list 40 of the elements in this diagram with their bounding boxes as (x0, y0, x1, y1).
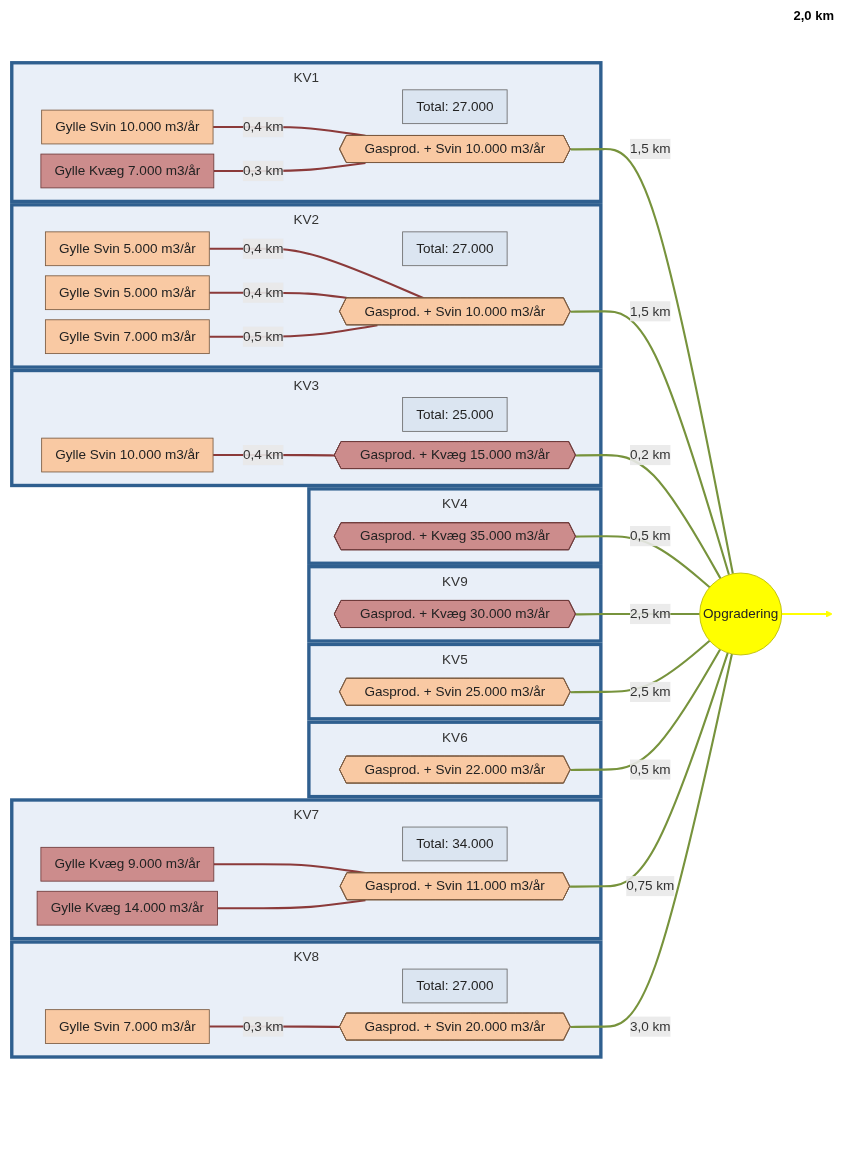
node-box: Total: 27.000 (402, 231, 508, 267)
edge-label: 0,75 km (626, 878, 675, 894)
node-box: Gylle Kvæg 9.000 m3/år (40, 847, 215, 882)
node-box: Gylle Svin 5.000 m3/år (44, 275, 210, 311)
node-box: Total: 27.000 (402, 89, 508, 125)
node-box: Gylle Svin 7.000 m3/år (44, 319, 210, 355)
node-box: Gylle Kvæg 7.000 m3/år (40, 153, 215, 189)
node-box: Total: 25.000 (402, 397, 508, 432)
edge-label: 0,3 km (242, 163, 284, 178)
connector (575, 454, 722, 579)
node-box: Gylle Svin 10.000 m3/år (41, 109, 214, 145)
edge-label: 0,2 km (629, 447, 671, 462)
connector (570, 649, 721, 772)
node-box: Total: 27.000 (402, 968, 508, 1004)
distance-label: 2,0 km (793, 8, 834, 23)
connector (570, 652, 729, 888)
node-box: Gylle Svin 7.000 m3/år (44, 1009, 210, 1044)
edge-label: 0,4 km (242, 285, 284, 300)
edge-label: 1,5 km (629, 141, 671, 156)
edge-label: 2,5 km (629, 606, 671, 621)
edge-label: 1,5 km (629, 303, 671, 319)
connector (570, 653, 733, 1029)
edge-label: 0,4 km (242, 241, 284, 256)
connector (217, 899, 366, 910)
arrow (781, 610, 833, 618)
edge-label: 0,4 km (242, 119, 284, 134)
connector (570, 310, 730, 576)
node-box: Gylle Svin 10.000 m3/år (41, 437, 214, 473)
edge-label: 0,3 km (242, 1019, 284, 1034)
connector (570, 148, 734, 575)
edge-label: 0,5 km (629, 762, 671, 777)
node-box: Gylle Svin 5.000 m3/år (44, 231, 210, 267)
edge-label: 0,5 km (242, 329, 284, 344)
node-box: Gylle Kvæg 14.000 m3/år (36, 891, 218, 926)
edge-label: 0,4 km (242, 447, 284, 462)
edge-label: 2,5 km (629, 684, 671, 699)
edge-label: 3,0 km (629, 1019, 671, 1034)
edge-label: 0,5 km (629, 528, 671, 544)
node-circle: Opgradering (699, 572, 783, 656)
node-box: Total: 34.000 (402, 826, 508, 862)
